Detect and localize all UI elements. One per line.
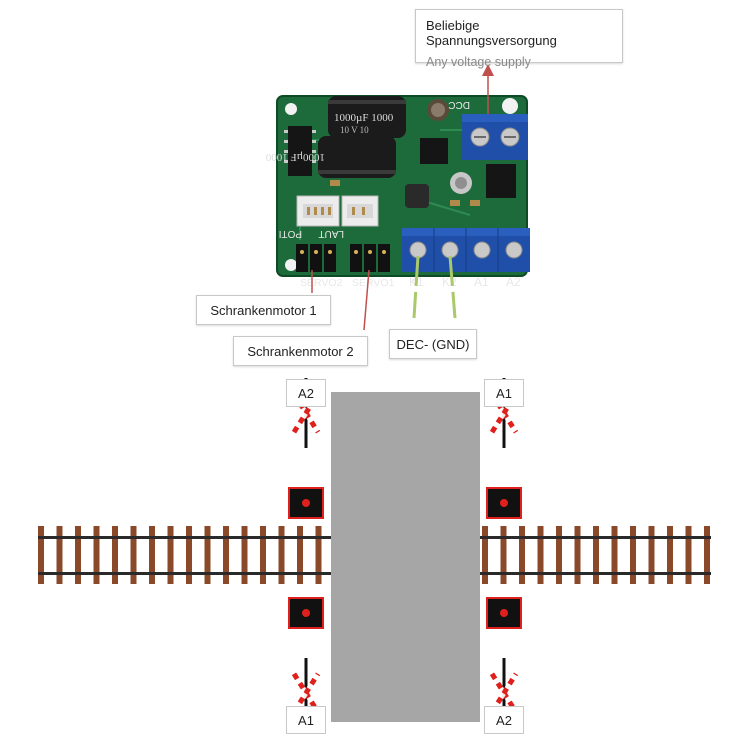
- cap-voltage-label: 10 V 10: [340, 125, 369, 135]
- sleeper: [630, 526, 636, 584]
- sleeper: [315, 526, 322, 584]
- sleeper: [260, 526, 266, 584]
- poti-connector: [296, 195, 340, 227]
- crossing-signal: [486, 597, 522, 728]
- signal-light: [302, 609, 310, 617]
- ic-chip-3: [486, 164, 516, 198]
- decoder-board: 1000µF 1000 10 V 10 1000µF 1000 DCC: [265, 95, 530, 289]
- silk-poti: POTI: [279, 228, 302, 239]
- sleeper: [593, 526, 599, 584]
- sleeper: [75, 526, 81, 584]
- sleeper: [38, 526, 44, 584]
- terminal-label-k2: K2: [442, 275, 457, 289]
- sleeper: [500, 526, 507, 584]
- andreas-cross-bar: [489, 672, 519, 714]
- supply-callout-title: Beliebige Spannungsversorgung: [426, 18, 557, 48]
- ic-chip-2: [420, 138, 448, 164]
- supply-terminal-block: [462, 114, 528, 160]
- sleeper: [56, 526, 63, 584]
- andreas-cross-bar-white: [291, 672, 321, 714]
- sleeper: [278, 526, 285, 584]
- signal-label-top-right: A1: [484, 379, 524, 407]
- sleeper: [519, 526, 525, 584]
- supply-callout-subtitle: Any voltage supply: [426, 55, 531, 69]
- cap-label-rotated: 1000µF 1000: [265, 151, 325, 163]
- sleeper: [241, 526, 248, 584]
- sleeper: [574, 526, 581, 584]
- capacitor-1000uf-top: 1000µF 1000 10 V 10: [328, 96, 406, 138]
- signal-light: [302, 499, 310, 507]
- andreas-cross-bar-white: [291, 672, 321, 714]
- sleeper: [556, 526, 562, 584]
- silk-laut: LAUT: [318, 228, 344, 239]
- sleeper: [704, 526, 710, 584]
- silk-servo1: SERVO1: [352, 277, 395, 289]
- terminal-label-a1: A1: [474, 275, 489, 289]
- sleeper: [167, 526, 174, 584]
- signal-light-box: [288, 597, 324, 629]
- andreas-cross-bar: [291, 672, 321, 714]
- dcc-wires: [412, 255, 457, 319]
- sleeper: [537, 526, 544, 584]
- cap-label: 1000µF 1000: [334, 112, 394, 124]
- signal-label-text: A1: [496, 385, 512, 401]
- signal-label-bottom-right: A2: [484, 706, 524, 734]
- signal-label-bottom-left: A1: [286, 706, 326, 734]
- motor1-label: Schrankenmotor 1: [210, 302, 317, 318]
- crossing-signals: [288, 378, 522, 728]
- sleeper: [482, 526, 488, 584]
- sleeper: [186, 526, 192, 584]
- capacitor-1000uf-bottom: 1000µF 1000: [265, 136, 396, 178]
- sleeper: [112, 526, 118, 584]
- ic-chip: [284, 126, 316, 176]
- signal-label-text: A2: [496, 712, 512, 728]
- main-terminal-block: [402, 228, 530, 272]
- sleeper: [204, 526, 211, 584]
- road: [331, 392, 480, 722]
- sleeper: [611, 526, 618, 584]
- signal-light: [500, 609, 508, 617]
- motor2-callout: Schrankenmotor 2: [233, 336, 368, 366]
- sleeper: [149, 526, 155, 584]
- motor1-callout: Schrankenmotor 1: [196, 295, 331, 325]
- arrow-motor2: [363, 269, 370, 331]
- dec-gnd-label: DEC- (GND): [396, 336, 470, 352]
- terminal-label-a2: A2: [506, 275, 521, 289]
- supply-callout: Beliebige Spannungsversorgung Any voltag…: [415, 9, 623, 69]
- signal-light: [500, 499, 508, 507]
- sleeper: [93, 526, 100, 584]
- inductor: [405, 184, 429, 208]
- silk-servo2: SERVO2: [300, 277, 343, 289]
- sleeper: [130, 526, 137, 584]
- andreas-cross-bar-white: [291, 392, 321, 434]
- sleeper: [297, 526, 303, 584]
- silk-dcc: DCC: [448, 99, 470, 110]
- sleeper: [223, 526, 229, 584]
- andreas-cross-bar-white: [489, 392, 519, 434]
- servo-pin-headers: [296, 244, 390, 272]
- andreas-cross-bar-white: [489, 672, 519, 714]
- sleeper: [648, 526, 655, 584]
- dec-gnd-callout: DEC- (GND): [389, 329, 477, 359]
- motor2-label: Schrankenmotor 2: [247, 343, 354, 359]
- sleeper: [685, 526, 692, 584]
- signal-label-top-left: A2: [286, 379, 326, 407]
- signal-label-text: A2: [298, 385, 314, 401]
- sleeper: [667, 526, 673, 584]
- laut-connector: [341, 195, 379, 227]
- signal-label-text: A1: [298, 712, 314, 728]
- andreas-cross-bar-white: [489, 672, 519, 714]
